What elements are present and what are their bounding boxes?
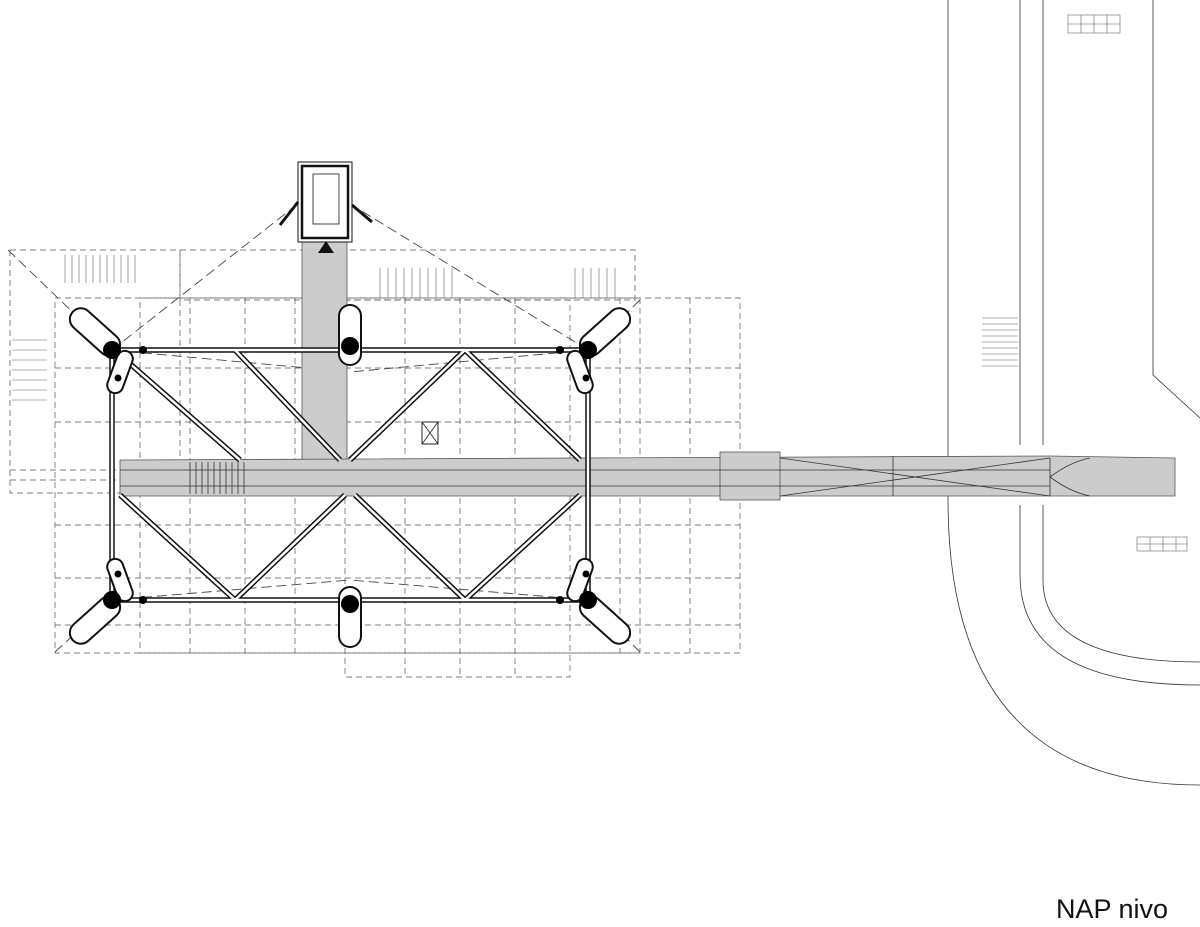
road-curbs (947, 0, 1200, 786)
elevator-tower (278, 161, 439, 445)
hatch-patches (12, 14, 1188, 552)
walkways (119, 239, 1176, 501)
drawing-caption: NAP nivo (1055, 894, 1168, 924)
columns (103, 337, 597, 613)
